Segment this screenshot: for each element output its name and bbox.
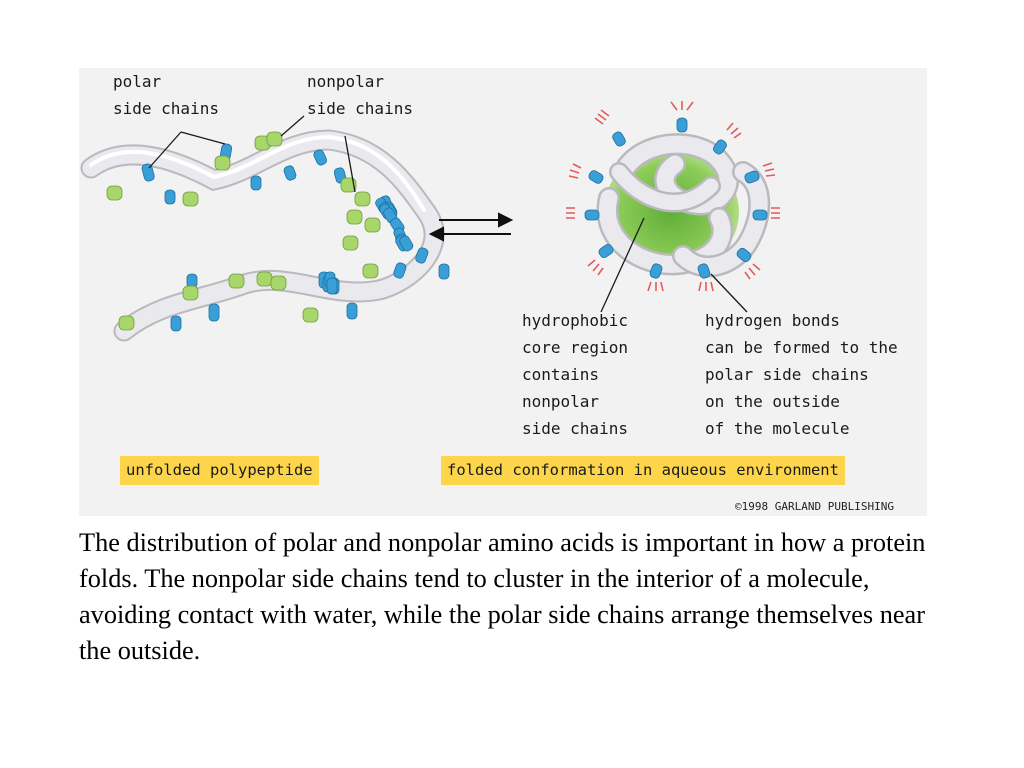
polar-side-chain bbox=[588, 170, 604, 184]
folded-hydrogen-bonds bbox=[566, 101, 780, 292]
unfolded-polar-side-chains bbox=[141, 143, 450, 332]
polar-side-chain bbox=[584, 209, 600, 221]
polar-side-chain bbox=[250, 175, 262, 191]
folded-protein bbox=[566, 101, 780, 313]
hydrogen-bond bbox=[568, 163, 582, 179]
nonpolar-side-chain bbox=[182, 191, 199, 207]
polar-side-chain bbox=[713, 139, 727, 155]
figure-illustration bbox=[80, 101, 780, 342]
unfolded-chain-highlight bbox=[89, 134, 426, 212]
nonpolar-side-chain bbox=[354, 191, 371, 207]
polar-side-chain bbox=[164, 189, 176, 205]
polar-side-chain bbox=[326, 277, 338, 295]
nonpolar-side-chain bbox=[182, 285, 199, 301]
pointer-line bbox=[600, 217, 645, 313]
folded-pointer-lines bbox=[600, 217, 748, 313]
polar-side-chain bbox=[346, 302, 358, 320]
nonpolar-side-chain bbox=[214, 155, 231, 171]
protein-folding-figure: polar side chains nonpolar side chains h… bbox=[79, 68, 927, 516]
polar-side-chain bbox=[141, 163, 155, 182]
nonpolar-side-chain bbox=[364, 217, 381, 233]
polar-side-chain bbox=[697, 263, 711, 279]
polar-side-chain bbox=[170, 315, 182, 332]
nonpolar-side-chain bbox=[302, 307, 319, 323]
nonpolar-side-chain bbox=[362, 263, 379, 279]
copyright-notice: ©1998 GARLAND PUBLISHING bbox=[735, 500, 894, 513]
hydrogen-bond bbox=[594, 109, 610, 125]
unfolded-polypeptide-caption: unfolded polypeptide bbox=[120, 456, 319, 485]
polar-side-chain bbox=[313, 149, 327, 166]
nonpolar-side-chain bbox=[106, 185, 123, 201]
hydrogen-bond bbox=[726, 122, 742, 139]
polar-side-chain bbox=[208, 303, 220, 322]
nonpolar-side-chain bbox=[228, 273, 245, 289]
nonpolar-side-chain bbox=[118, 315, 135, 331]
pointer-line bbox=[180, 131, 226, 145]
polar-side-chains-label: polar side chains bbox=[113, 72, 219, 118]
pointer-line bbox=[710, 273, 748, 313]
nonpolar-side-chain bbox=[340, 177, 357, 193]
polar-side-chain bbox=[736, 247, 752, 263]
hydrogen-bond bbox=[762, 162, 776, 177]
pointer-line bbox=[148, 131, 182, 169]
nonpolar-side-chains-label: nonpolar side chains bbox=[307, 72, 413, 118]
unfolded-pointer-lines bbox=[148, 115, 356, 193]
reverse-arrowhead bbox=[428, 226, 444, 242]
pointer-line bbox=[280, 115, 305, 137]
hydrogen-bonds-label: hydrogen bonds can be formed to the pola… bbox=[705, 311, 898, 438]
folded-conformation-caption: folded conformation in aqueous environme… bbox=[441, 456, 845, 485]
unfolded-nonpolar-side-chains bbox=[106, 131, 381, 331]
hydrogen-bond bbox=[744, 263, 761, 280]
forward-arrowhead bbox=[498, 212, 514, 228]
explanation-paragraph: The distribution of polar and nonpolar a… bbox=[79, 528, 926, 665]
polar-side-chain bbox=[649, 263, 663, 279]
polar-side-chain bbox=[283, 165, 297, 181]
pointer-line bbox=[344, 135, 356, 193]
polar-side-chain bbox=[612, 131, 626, 147]
folded-polar-side-chains bbox=[584, 117, 768, 279]
hydrogen-bond bbox=[566, 207, 575, 219]
polar-side-chain bbox=[752, 209, 768, 221]
unfolded-polypeptide bbox=[80, 115, 450, 342]
nonpolar-side-chain bbox=[346, 209, 363, 225]
polar-side-chain bbox=[676, 117, 688, 133]
hydrogen-bond bbox=[647, 281, 664, 292]
hydrophobic-core-label: hydrophobic core region contains nonpola… bbox=[522, 311, 628, 438]
polar-side-chain bbox=[399, 235, 414, 252]
polar-side-chain bbox=[438, 263, 450, 280]
nonpolar-side-chain bbox=[270, 275, 287, 291]
polar-side-chain bbox=[393, 262, 407, 279]
nonpolar-side-chain bbox=[256, 271, 273, 287]
equilibrium-arrows bbox=[428, 212, 514, 242]
hydrogen-bond bbox=[698, 281, 714, 292]
nonpolar-side-chain bbox=[266, 131, 283, 147]
polar-side-chain bbox=[415, 247, 429, 264]
nonpolar-side-chain bbox=[342, 235, 359, 251]
hydrogen-bond bbox=[587, 259, 604, 276]
hydrogen-bond bbox=[670, 101, 694, 111]
hydrogen-bond bbox=[771, 207, 780, 219]
polar-side-chain bbox=[598, 244, 614, 258]
polar-side-chain bbox=[744, 170, 760, 184]
